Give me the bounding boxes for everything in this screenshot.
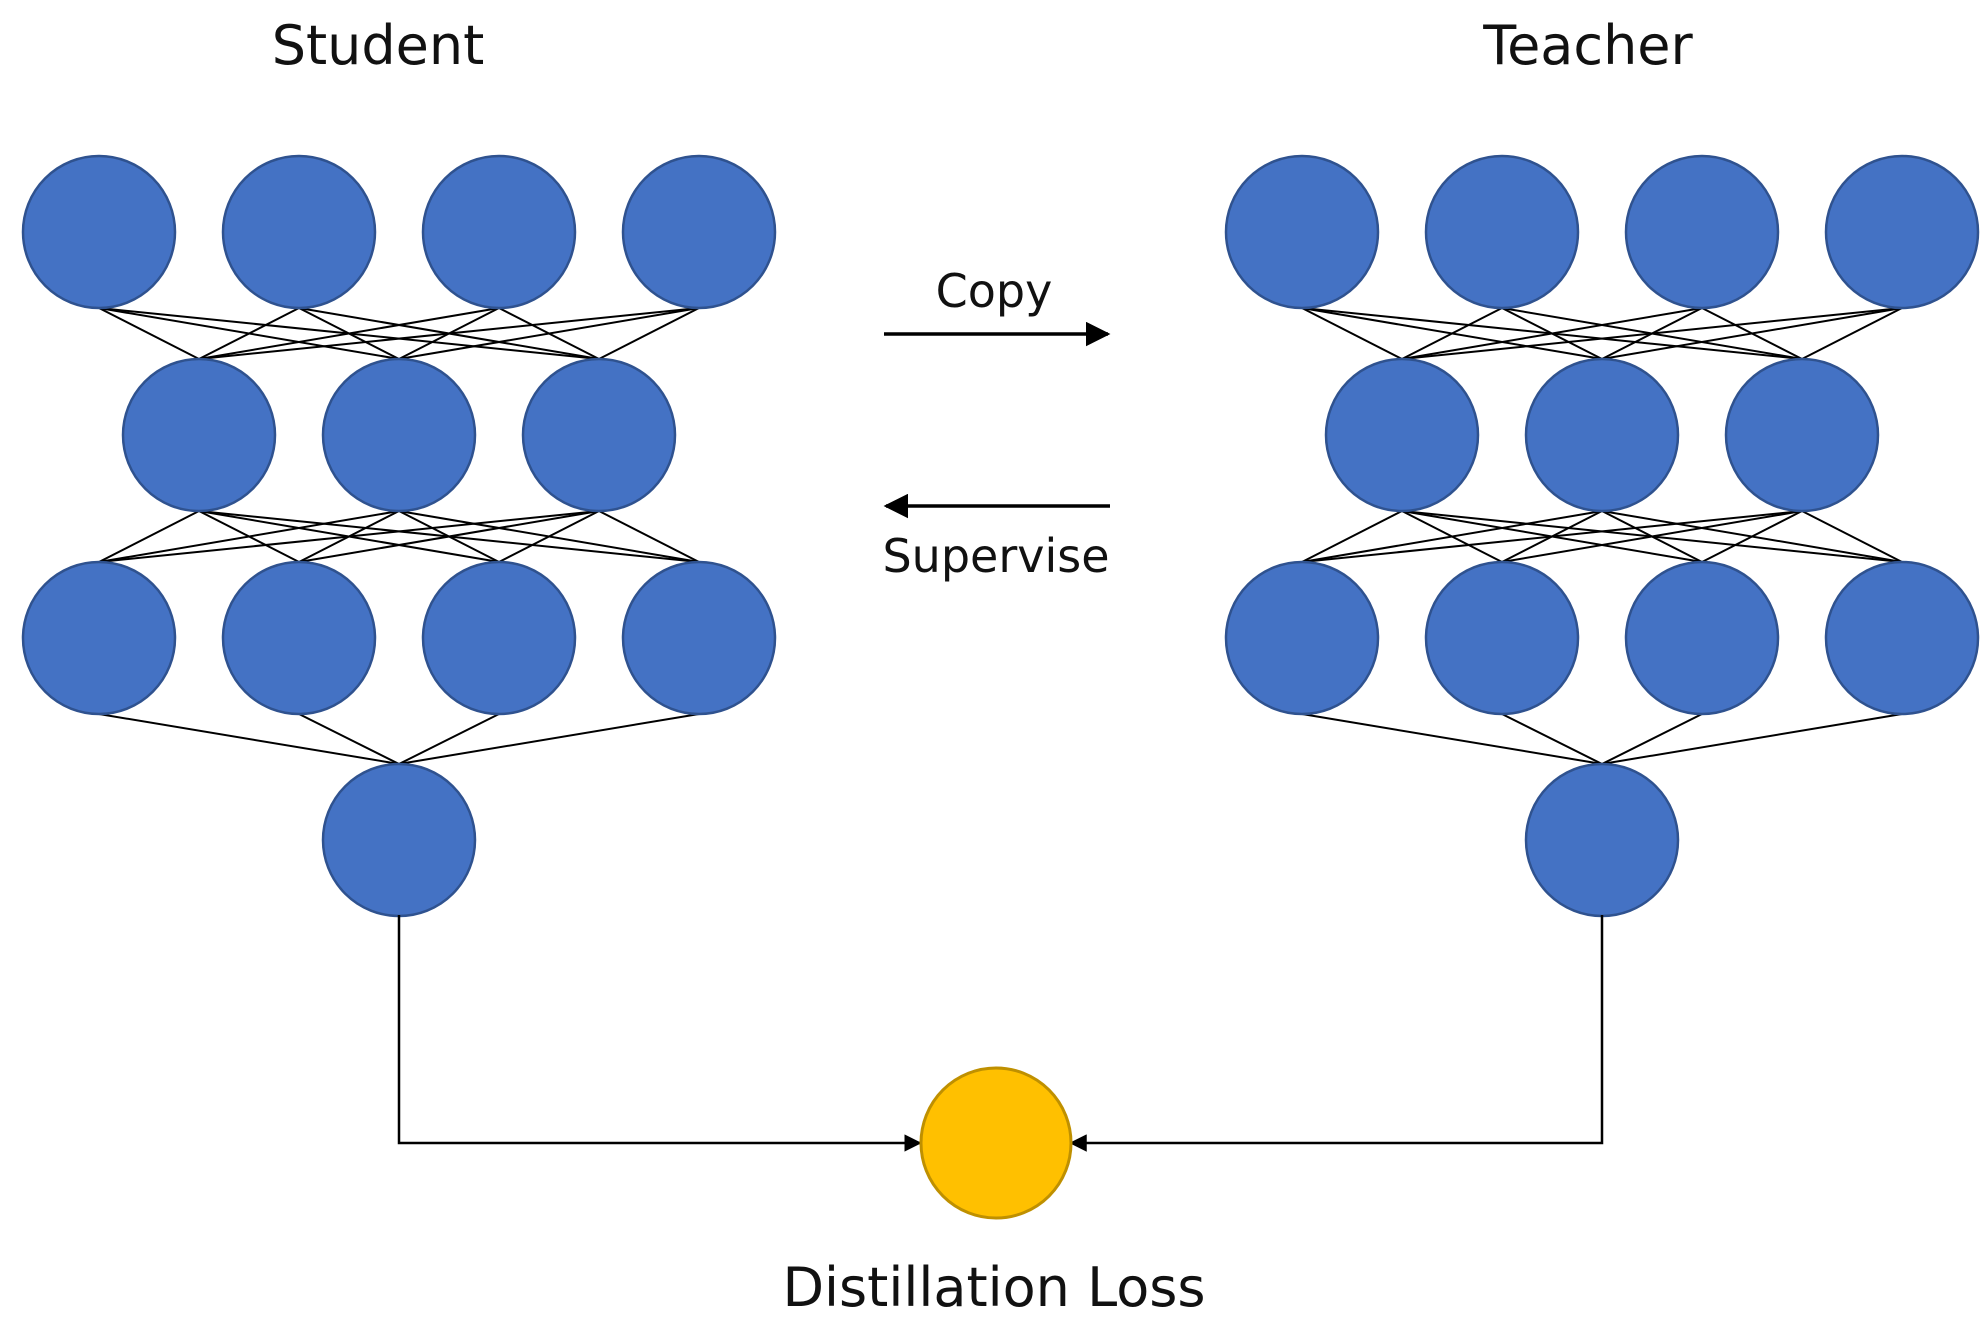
teacher-node-l1-2: [1724, 357, 1880, 513]
supervise-label: Supervise: [882, 529, 1109, 583]
student-title: Student: [272, 14, 485, 77]
teacher-edge-l0-3-0: [1401, 307, 1903, 360]
teacher-edge-l0-3-2: [1801, 307, 1903, 360]
student-node-l0-0: [21, 154, 177, 310]
student-edge-l1-2-3: [598, 510, 700, 563]
teacher-output-to-loss-line: [1069, 915, 1604, 1152]
teacher-edge-l2-2-0: [1601, 713, 1703, 765]
student-edge-l1-0-0: [98, 510, 200, 563]
student-edge-l2-2-0: [398, 713, 500, 765]
teacher-title: Teacher: [1482, 14, 1693, 77]
teacher-edge-l1-2-3: [1801, 510, 1903, 563]
distillation-loss-node: [919, 1066, 1073, 1220]
student-node-l2-3: [621, 560, 777, 716]
teacher-edge-l1-0-0: [1301, 510, 1403, 563]
student-node-l0-1: [221, 154, 377, 310]
teacher-node-l2-3: [1824, 560, 1980, 716]
teacher-edge-l2-1-0: [1501, 713, 1603, 765]
student-node-l1-2: [521, 357, 677, 513]
teacher-node-l3-0: [1524, 762, 1680, 918]
network-nodes: [21, 154, 1980, 918]
teacher-edge-l1-2-1: [1501, 510, 1803, 563]
teacher-node-l2-0: [1224, 560, 1380, 716]
student-edge-l0-2-0: [198, 307, 500, 360]
teacher-edge-l1-2-2: [1701, 510, 1803, 563]
student-node-l3-0: [321, 762, 477, 918]
student-edge-l0-3-1: [398, 307, 700, 360]
teacher-edge-l1-2-0: [1301, 510, 1803, 563]
teacher-node-l1-1: [1524, 357, 1680, 513]
student-edge-l2-1-0: [298, 713, 400, 765]
teacher-edge-l2-3-0: [1601, 713, 1903, 765]
teacher-node-l1-0: [1324, 357, 1480, 513]
student-edge-l1-2-1: [298, 510, 600, 563]
student-edge-l1-2-0: [98, 510, 600, 563]
student-node-l2-2: [421, 560, 577, 716]
student-node-l0-3: [621, 154, 777, 310]
teacher-edge-l0-2-0: [1401, 307, 1703, 360]
student-edge-l2-0-0: [98, 713, 400, 765]
student-edge-l1-2-2: [498, 510, 600, 563]
student-node-l2-1: [221, 560, 377, 716]
student-edge-l2-3-0: [398, 713, 700, 765]
student-node-l1-1: [321, 357, 477, 513]
student-edge-l0-1-0: [198, 307, 300, 360]
network-edges: [98, 307, 1903, 765]
teacher-node-l2-1: [1424, 560, 1580, 716]
student-node-l0-2: [421, 154, 577, 310]
teacher-node-l0-1: [1424, 154, 1580, 310]
student-edge-l1-1-0: [98, 510, 400, 563]
teacher-node-l0-3: [1824, 154, 1980, 310]
student-edge-l0-0-0: [98, 307, 200, 360]
student-edge-l0-3-0: [198, 307, 700, 360]
teacher-edge-l0-1-0: [1401, 307, 1503, 360]
student-node-l2-0: [21, 560, 177, 716]
teacher-edge-l1-1-0: [1301, 510, 1603, 563]
teacher-node-l0-2: [1624, 154, 1780, 310]
student-node-l1-0: [121, 357, 277, 513]
teacher-node-l2-2: [1624, 560, 1780, 716]
teacher-edge-l0-0-0: [1301, 307, 1403, 360]
copy-label: Copy: [936, 264, 1053, 318]
teacher-edge-l2-0-0: [1301, 713, 1603, 765]
distillation-loss-label: Distillation Loss: [782, 1256, 1205, 1319]
teacher-node-l0-0: [1224, 154, 1380, 310]
student-edge-l0-3-2: [598, 307, 700, 360]
teacher-edge-l0-3-1: [1601, 307, 1903, 360]
student-output-to-loss-line: [397, 915, 922, 1152]
